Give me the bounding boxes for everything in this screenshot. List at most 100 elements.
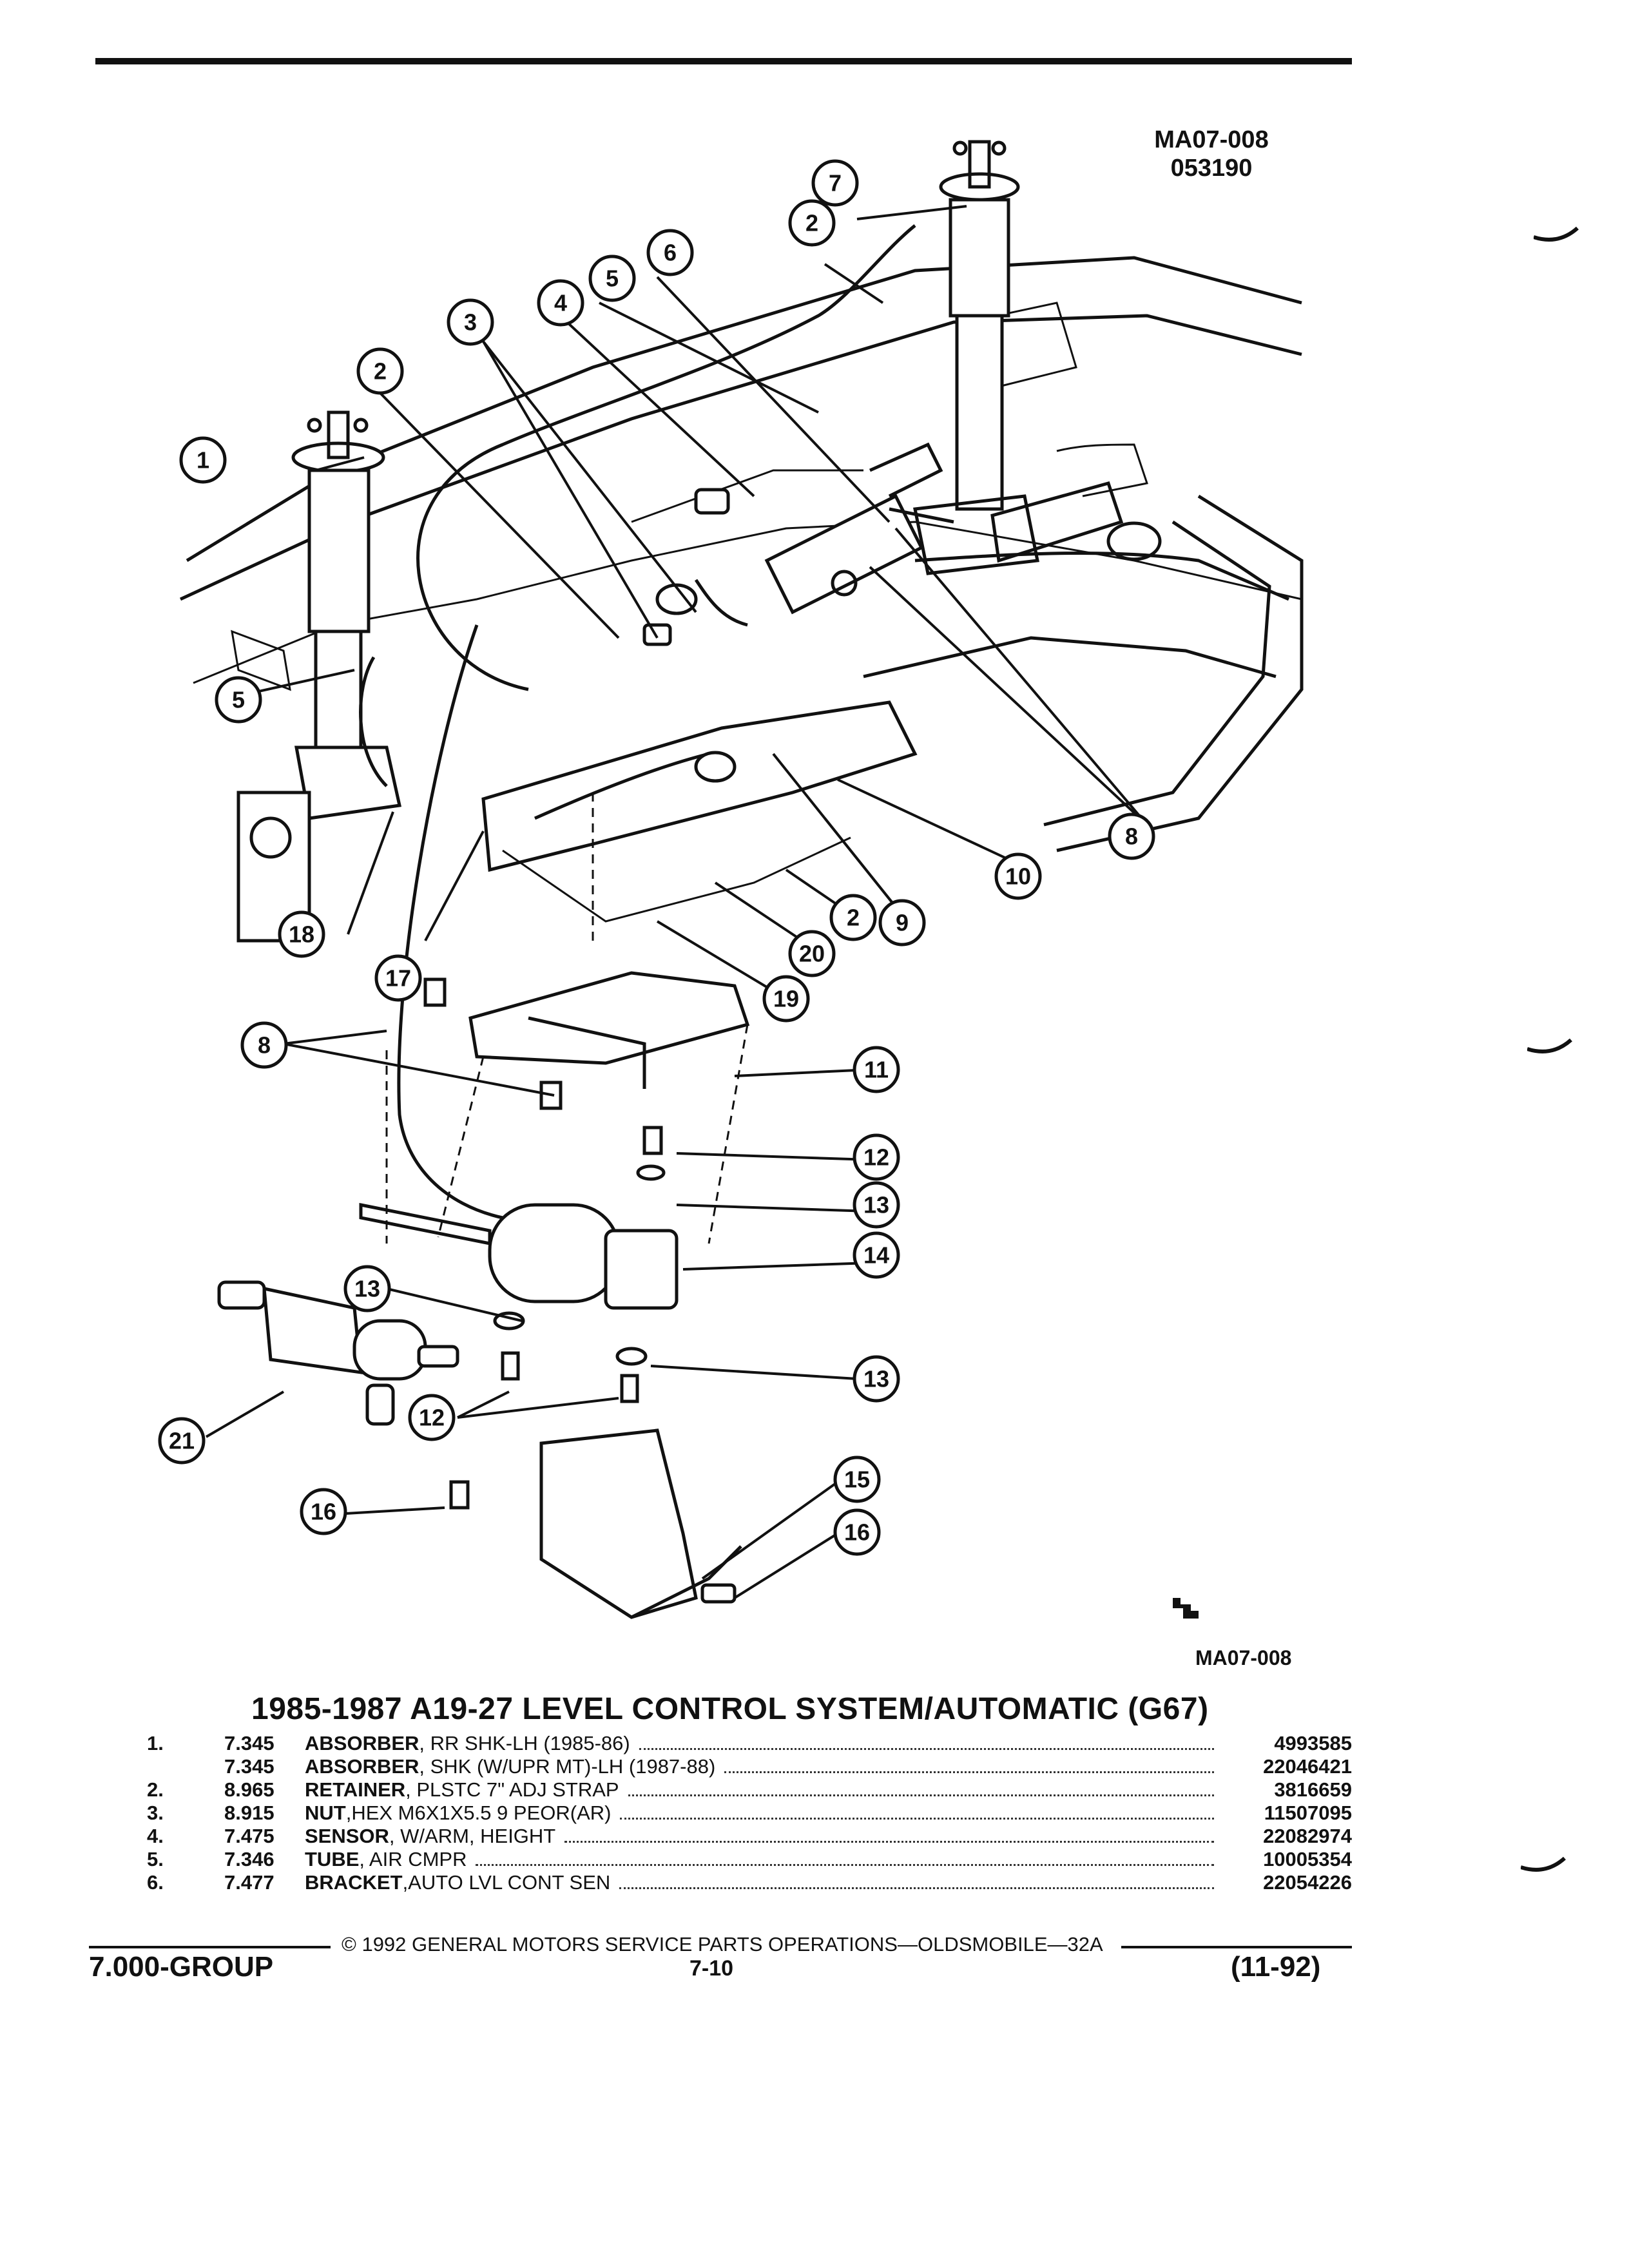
right-shock-absorber [913,140,1039,575]
callout-number: 2 [374,358,387,385]
callout-20: 20 [788,930,836,977]
item-number: 3. [147,1802,164,1824]
callout-17: 17 [374,954,422,1002]
part-number: 11507095 [1264,1802,1352,1824]
item-number: 5. [147,1848,164,1870]
callout-13-left: 13 [343,1265,391,1312]
callout-15: 15 [833,1456,881,1503]
callout-number: 2 [805,210,818,236]
callout-number: 5 [606,265,619,292]
callout-number: 10 [1005,863,1031,890]
reference-code: MA07-008 053190 [1128,126,1295,182]
callout-number: 5 [232,687,245,713]
top-rule [95,58,1352,64]
air-tubes [359,224,916,1220]
group-number: 7.345 [224,1755,275,1778]
part-spec: , AIR CMPR [359,1848,467,1870]
callout-18: 18 [278,910,325,958]
callout-12-left: 12 [408,1394,456,1441]
dot-leader [639,1748,1214,1750]
callout-number: 4 [554,290,567,316]
group-number: 8.915 [224,1802,275,1824]
callout-number: 8 [1125,823,1138,850]
callout-2-upper-right: 2 [788,199,836,247]
ref-number: 053190 [1170,155,1253,182]
callout-number: 20 [799,941,825,967]
callout-2-mid: 2 [829,894,877,941]
part-description: ABSORBER, SHK (W/UPR MT)-LH (1987-88) [305,1755,1223,1778]
page-number: 7-10 [689,1956,734,1981]
dot-leader [564,1841,1214,1843]
item-number: 6. [147,1871,164,1894]
callout-number: 19 [773,986,799,1012]
callout-14: 14 [853,1231,900,1279]
part-spec: ,AUTO LVL CONT SEN [402,1871,611,1894]
part-number: 22082974 [1263,1825,1352,1847]
callout-number: 7 [829,170,842,197]
scan-edge-mark [1521,1856,1566,1872]
exhaust-solenoid [217,1280,459,1426]
callout-10: 10 [994,852,1042,900]
callout-number: 9 [896,910,909,936]
callout-16-right: 16 [833,1508,881,1556]
scan-edge-mark [1534,226,1579,242]
callout-8-left: 8 [240,1021,288,1069]
item-number: 2. [147,1778,164,1801]
callout-number: 6 [664,240,677,266]
part-name: NUT [305,1802,346,1824]
leader-lines [205,205,1148,1599]
callout-number: 3 [464,309,477,336]
diagram-bottom-ref: MA07-008 [1195,1646,1292,1669]
callout-number: 8 [258,1032,271,1059]
part-name: BRACKET [305,1871,403,1894]
footer-rule-left [89,1946,331,1948]
callout-number: 13 [863,1366,889,1392]
group-number: 7.345 [224,1732,275,1754]
dot-leader [724,1771,1214,1773]
part-name: ABSORBER [305,1755,419,1778]
callout-number: 18 [289,921,314,948]
part-description: SENSOR, W/ARM, HEIGHT [305,1825,1223,1848]
part-description: BRACKET,AUTO LVL CONT SEN [305,1871,1223,1894]
part-number: 10005354 [1263,1848,1352,1870]
part-number: 3816659 [1274,1778,1352,1801]
figure-title: 1985-1987 A19-27 LEVEL CONTROL SYSTEM/AU… [251,1692,1209,1726]
callout-number: 2 [847,905,860,931]
parts-row: 3. 8.915 NUT,HEX M6X1X5.5 9 PEOR(AR) 115070… [147,1802,1352,1825]
part-name: RETAINER [305,1778,406,1801]
part-description: TUBE, AIR CMPR [305,1848,1223,1871]
part-description: RETAINER, PLSTC 7" ADJ STRAP [305,1778,1223,1802]
dot-leader [476,1864,1214,1866]
height-sensor [764,442,954,615]
footer-rule-right [1121,1946,1352,1948]
callouts: 1 2 3 4 5 6 2 7 5 8 10 9 2 20 19 18 17 8… [158,159,1155,1556]
callout-5-left: 5 [215,676,262,724]
callout-21: 21 [158,1417,206,1465]
callout-number: 1 [197,447,209,474]
part-number: 22054226 [1263,1871,1352,1894]
callout-number: 17 [385,965,411,992]
callout-number: 21 [169,1428,195,1454]
callout-13-right-bottom: 13 [853,1355,900,1403]
part-name: SENSOR [305,1825,389,1847]
callout-number: 13 [354,1276,380,1302]
dot-leader [628,1794,1214,1796]
callout-number: 14 [863,1242,889,1269]
callout-7: 7 [811,159,859,207]
callout-number: 12 [863,1144,889,1171]
callout-number: 13 [863,1192,889,1218]
revision-date: (11-92) [1231,1951,1321,1983]
callout-13-right-top: 13 [853,1181,900,1229]
part-spec: ,HEX M6X1X5.5 9 PEOR(AR) [345,1802,612,1824]
callout-19: 19 [762,975,810,1023]
part-spec: , PLSTC 7" ADJ STRAP [405,1778,619,1801]
callout-2-top: 2 [356,347,404,395]
gm-logo-mark [1160,1598,1199,1619]
scan-edge-mark [1527,1038,1572,1053]
